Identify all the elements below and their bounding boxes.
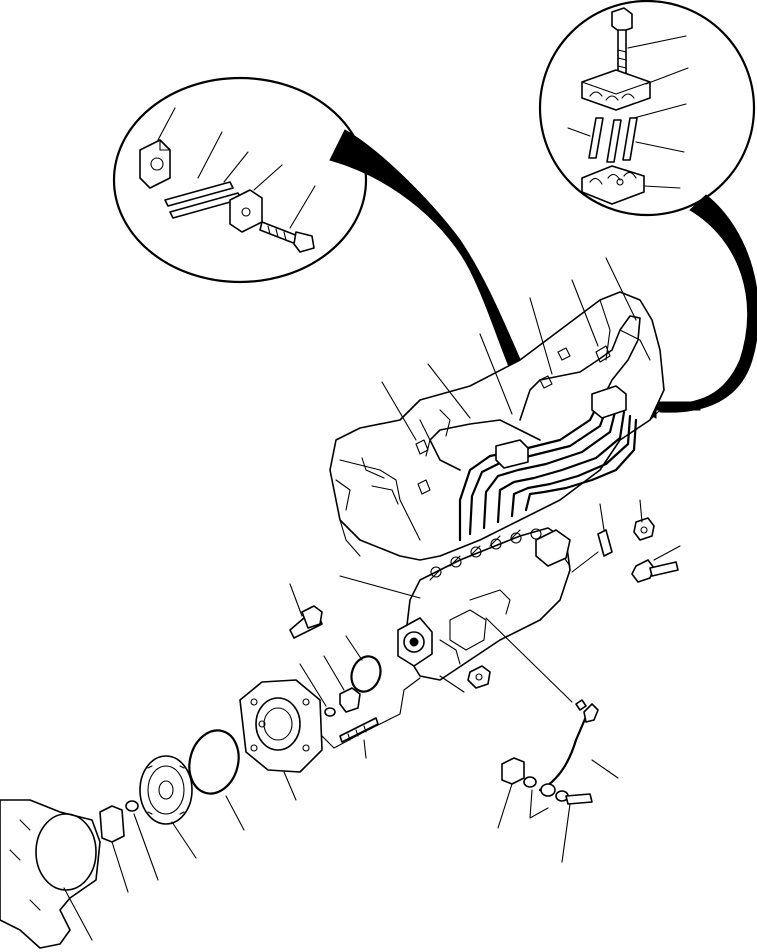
clamp-cushion-part (139, 139, 171, 189)
injection-lines (415, 315, 641, 542)
callout-left-circle (112, 76, 368, 284)
coupling-parts (99, 800, 139, 843)
callout-right-pointer (659, 194, 757, 413)
callout-left-leaders (157, 107, 316, 229)
callout-right-leaders (567, 35, 689, 189)
drive-gear (139, 755, 193, 825)
injection-pump (397, 527, 571, 681)
assembly-bolt-part (611, 7, 633, 75)
insulator-strips-part (164, 181, 242, 219)
clamp-bolt-part (259, 221, 315, 253)
assembly-clamp-bottom-part (581, 165, 645, 205)
engine-block (329, 291, 665, 561)
main-leader-lines (63, 257, 681, 941)
adapter-housing (239, 679, 323, 773)
large-o-ring (188, 729, 240, 795)
assembly-clamp-top-part (581, 69, 651, 111)
pump-nut-parts (467, 665, 491, 689)
fuel-return-line (501, 699, 599, 805)
gear-case-cover (0, 799, 101, 949)
bracket-and-bolts (571, 517, 679, 583)
assembly-strips-part (588, 117, 638, 163)
callout-right-circle (538, 0, 756, 217)
